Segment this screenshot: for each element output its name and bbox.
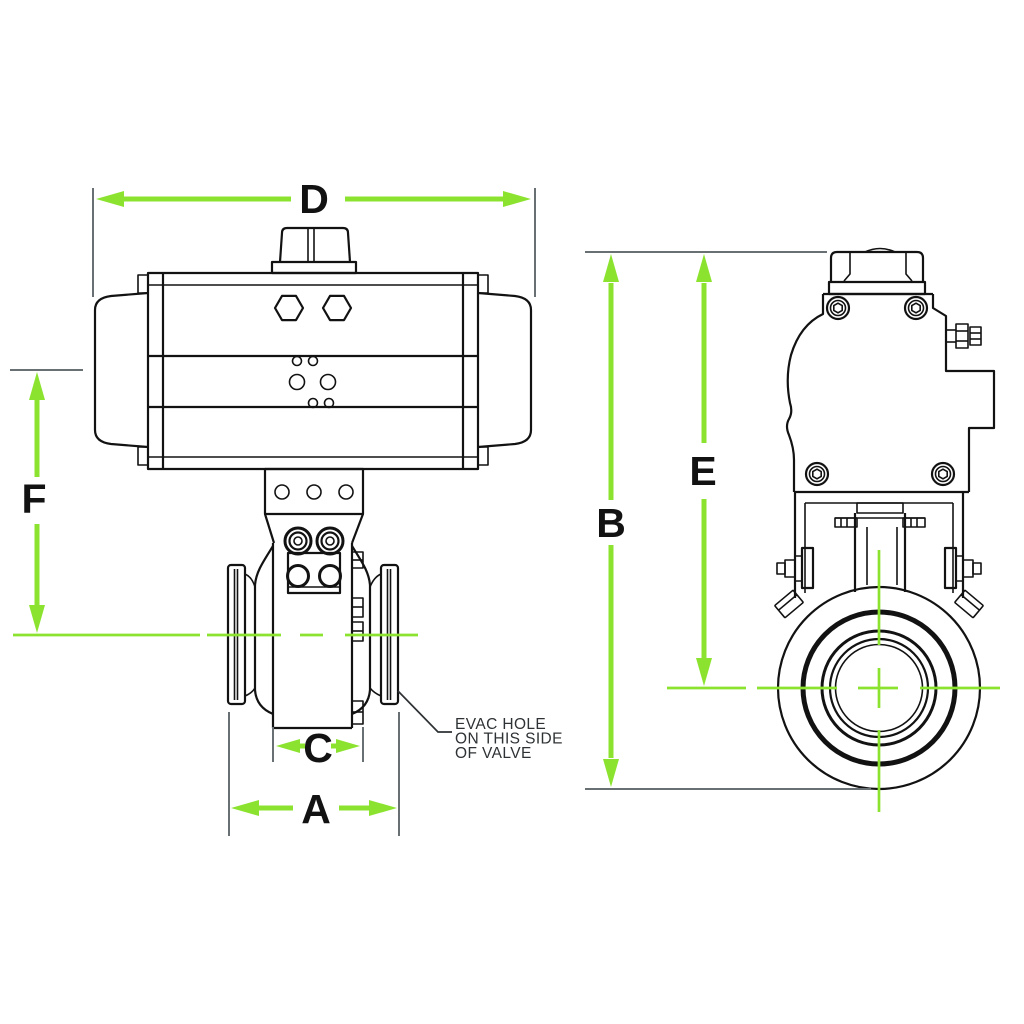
body-tab xyxy=(477,446,489,466)
dimension-label-A: A xyxy=(301,786,331,832)
evac-hole-bosses xyxy=(351,551,364,725)
note-line-2: ON THIS SIDE xyxy=(455,731,563,748)
actuator-position-indicator xyxy=(270,226,358,275)
actuator-cap-side xyxy=(827,247,927,296)
bracket-bolt-left xyxy=(776,555,803,582)
dimension-label-E: E xyxy=(689,448,716,494)
front-view xyxy=(13,226,533,730)
dimension-B: B xyxy=(585,251,871,790)
valve-body-front xyxy=(13,543,418,730)
note-line-1: EVAC HOLE xyxy=(455,716,546,733)
body-tab xyxy=(137,274,149,294)
dimension-A: A xyxy=(228,712,400,836)
evac-hole-note: EVAC HOLE ON THIS SIDE OF VALVE xyxy=(397,690,563,762)
face-screws xyxy=(804,295,956,487)
right-end-cap xyxy=(477,291,533,449)
left-end-cap xyxy=(93,291,149,449)
dimension-label-D: D xyxy=(299,176,329,222)
flange-lug-left xyxy=(774,589,804,619)
actuator-body-front xyxy=(93,271,533,471)
mounting-bracket-side xyxy=(774,492,984,619)
dimension-F: F xyxy=(10,369,83,633)
dimension-D: D xyxy=(92,176,536,297)
dimension-C: C xyxy=(272,725,364,771)
mounting-bracket-front xyxy=(263,467,365,556)
hex-plug xyxy=(273,294,305,322)
note-leader-line xyxy=(397,690,452,733)
dimension-label-C: C xyxy=(303,725,333,771)
stem-clamp-front xyxy=(286,551,342,595)
dimension-E: E xyxy=(689,254,717,686)
bracket-bolt-right xyxy=(955,555,982,582)
body-tab xyxy=(477,274,489,294)
dimension-label-F: F xyxy=(21,476,46,522)
note-line-3: OF VALVE xyxy=(455,745,532,762)
body-tab xyxy=(137,446,149,466)
hex-plug xyxy=(321,294,353,322)
air-fitting xyxy=(946,323,982,349)
side-centerlines xyxy=(667,550,1000,812)
actuator-body-side xyxy=(785,292,996,494)
dimension-label-B: B xyxy=(596,500,626,546)
flange-lug-right xyxy=(954,589,984,619)
side-view xyxy=(667,247,1000,812)
